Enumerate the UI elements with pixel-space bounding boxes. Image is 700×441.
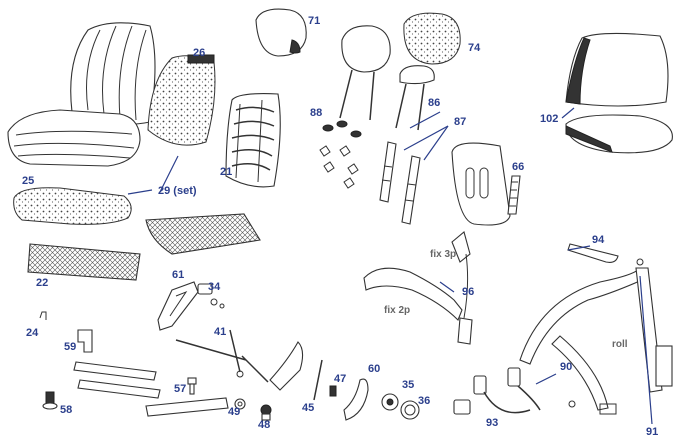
backrest-spring-frame bbox=[225, 93, 281, 188]
headrest-guide-tubes bbox=[379, 141, 421, 225]
leader-lines bbox=[127, 107, 653, 425]
label-35: 35 bbox=[402, 379, 415, 391]
backrest-foam bbox=[147, 54, 216, 146]
label-93: 93 bbox=[486, 417, 499, 429]
headrest-frame bbox=[339, 25, 391, 121]
label-48: 48 bbox=[258, 419, 271, 431]
adjuster-strip bbox=[507, 175, 521, 215]
label-57: 57 bbox=[174, 383, 187, 395]
label-71: 71 bbox=[308, 15, 321, 27]
label-24: 24 bbox=[26, 327, 39, 339]
lap-belt bbox=[363, 231, 473, 345]
knob-screw bbox=[260, 404, 272, 421]
seat-pan bbox=[145, 213, 261, 255]
label-21: 21 bbox=[220, 166, 233, 178]
note-fix-2p: fix 2p bbox=[384, 305, 411, 316]
screw-47 bbox=[329, 385, 337, 397]
pin bbox=[313, 359, 323, 401]
seat-bracket bbox=[157, 281, 199, 331]
retractor-belt bbox=[519, 258, 673, 415]
label-91: 91 bbox=[646, 426, 659, 438]
note-roll: roll bbox=[612, 339, 628, 350]
label-61: 61 bbox=[172, 269, 185, 281]
note-fix-3p: fix 3p bbox=[430, 249, 457, 260]
label-86: 86 bbox=[428, 97, 441, 109]
label-47: 47 bbox=[334, 373, 347, 385]
label-34: 34 bbox=[208, 281, 221, 293]
label-29-set: 29 (set) bbox=[158, 185, 197, 197]
bearing-ring bbox=[400, 400, 420, 420]
label-94: 94 bbox=[592, 234, 605, 246]
label-102: 102 bbox=[540, 113, 559, 125]
backrest-cover bbox=[70, 22, 156, 126]
trim-cover bbox=[343, 378, 369, 421]
belt-buckles bbox=[453, 367, 541, 415]
headrest-small bbox=[395, 65, 435, 131]
label-45: 45 bbox=[302, 402, 315, 414]
release-lever bbox=[175, 329, 269, 383]
pulley-wheel bbox=[381, 393, 399, 411]
label-59: 59 bbox=[64, 341, 77, 353]
adjuster-knob bbox=[197, 283, 225, 309]
label-74: 74 bbox=[468, 42, 481, 54]
seat-rails bbox=[73, 361, 229, 417]
side-cover bbox=[269, 341, 304, 391]
label-88: 88 bbox=[310, 107, 323, 119]
label-66: 66 bbox=[512, 161, 525, 173]
headrest-cover bbox=[255, 8, 307, 57]
label-25: 25 bbox=[22, 175, 35, 187]
headrest-guide-caps bbox=[319, 120, 362, 189]
small-bracket bbox=[77, 329, 93, 353]
seat-cushion-cover bbox=[7, 109, 141, 167]
seat-spring-unit bbox=[27, 243, 141, 281]
seat-foam bbox=[13, 187, 132, 225]
label-58: 58 bbox=[60, 404, 73, 416]
label-36: 36 bbox=[418, 395, 431, 407]
bushing bbox=[234, 398, 246, 410]
bucket-seat bbox=[565, 32, 673, 154]
label-41: 41 bbox=[214, 326, 227, 338]
bolt bbox=[187, 377, 197, 395]
label-60: 60 bbox=[368, 363, 381, 375]
back-panel bbox=[451, 142, 511, 226]
label-96: 96 bbox=[462, 286, 475, 298]
label-49: 49 bbox=[228, 406, 241, 418]
label-90: 90 bbox=[560, 361, 573, 373]
clip bbox=[39, 311, 47, 320]
label-26: 26 bbox=[193, 47, 206, 59]
headrest-foam bbox=[403, 12, 461, 65]
anchor-plate bbox=[567, 243, 619, 263]
label-87: 87 bbox=[454, 116, 467, 128]
label-22: 22 bbox=[36, 277, 49, 289]
screw bbox=[42, 391, 58, 410]
